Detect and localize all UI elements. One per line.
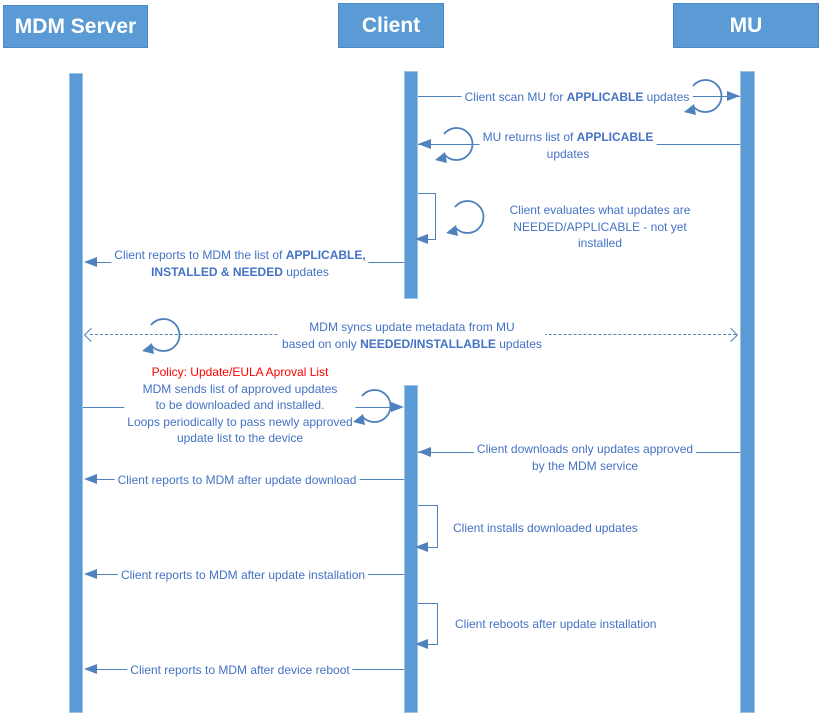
arrowhead-left-evaluates [415,234,428,244]
arrowhead-left-installs [415,542,428,552]
arrowhead-left-report-install [84,569,97,579]
message-label-scan: Client scan MU for APPLICABLE updates [461,89,693,106]
self-message-reboots [418,603,438,645]
arrowhead-left-reports-list [84,257,97,267]
actor-label-mdm-server: MDM Server [14,14,137,38]
lifeline-mu [740,71,755,713]
message-label-report-reboot: Client reports to MDM after device reboo… [127,662,353,679]
actor-box-mu: MU [673,3,819,48]
arrowhead-left-report-reboot [84,664,97,674]
loop-icon [353,389,392,425]
actor-box-client: Client [338,3,444,48]
arrowhead-right-policy [391,402,404,412]
loop-icon [142,318,181,354]
lifeline-client-upper [404,71,418,299]
message-label-reports-list: Client reports to MDM the list of APPLIC… [111,247,369,280]
message-label-policy: Policy: Update/EULA Aproval List MDM sen… [124,364,356,447]
arrowhead-left-downloads [418,447,431,457]
loop-icon [446,200,485,236]
loop-icon [684,79,723,115]
message-label-installs: Client installs downloaded updates [450,520,641,537]
arrowhead-right-scan [727,91,740,101]
self-message-evaluates [418,193,436,240]
actor-label-mu: MU [729,13,763,37]
actor-label-client: Client [361,13,421,37]
actor-box-mdm-server: MDM Server [3,5,148,48]
message-label-evaluates: Client evaluates what updates are NEEDED… [490,202,710,252]
message-label-reboots: Client reboots after update installation [452,616,660,633]
message-label-report-download: Client reports to MDM after update downl… [114,472,360,489]
self-message-installs [418,505,438,548]
arrowhead-left-returns [418,139,431,149]
message-label-sync-metadata: MDM syncs update metadata from MU based … [279,319,545,352]
arrowhead-left-report-download [84,474,97,484]
lifeline-mdm-server [69,73,83,713]
arrowhead-open-left-sync [83,327,99,343]
loop-icon [435,127,474,163]
message-label-returns: MU returns list of APPLICABLE updates [479,129,657,162]
message-label-downloads: Client downloads only updates approved b… [473,441,697,474]
arrowhead-left-reboots [415,639,428,649]
arrowhead-open-right-sync [723,327,739,343]
message-label-report-install: Client reports to MDM after update insta… [117,567,369,584]
